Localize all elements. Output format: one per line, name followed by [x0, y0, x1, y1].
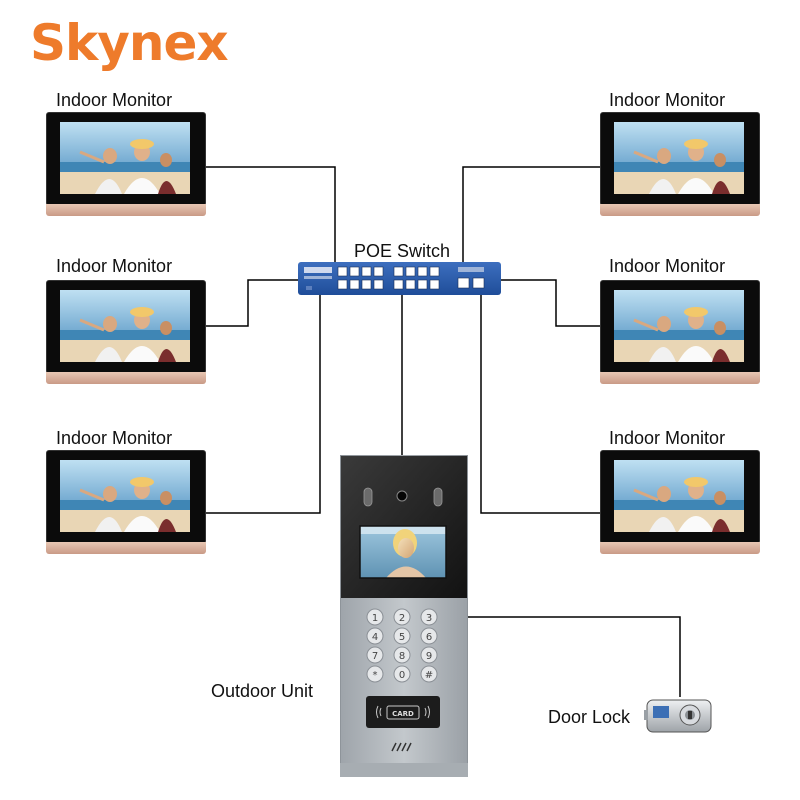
wire-monitor-bot-left [205, 294, 321, 514]
speaker-grille [391, 742, 412, 752]
monitor-screen [60, 460, 190, 532]
indoor-monitor-icon [46, 280, 206, 386]
monitor-screen [60, 122, 190, 194]
key-3: 3 [426, 613, 432, 624]
label-indoor-monitor: Indoor Monitor [56, 256, 173, 276]
indoor-monitor-icon [600, 112, 760, 218]
monitor-screen [614, 122, 744, 194]
wire-monitor-mid-left [205, 279, 300, 327]
outdoor-unit-icon: 1 2 3 4 5 6 7 8 9 * 0 # CARD [339, 454, 469, 778]
label-poe-switch: POE Switch [354, 241, 451, 261]
label-indoor-monitor: Indoor Monitor [609, 256, 726, 276]
key-6: 6 [426, 632, 432, 643]
label-indoor-monitor: Indoor Monitor [56, 90, 173, 110]
wire-door-lock [468, 616, 681, 697]
key-1: 1 [372, 613, 378, 624]
monitor-screen [614, 460, 744, 532]
key-4: 4 [372, 632, 378, 643]
switch-ports [304, 266, 485, 290]
key-star: * [373, 670, 378, 681]
monitor-screen [614, 290, 744, 362]
indoor-monitor-icon [46, 112, 206, 218]
wire-monitor-top-left [205, 166, 336, 265]
label-door-lock: Door Lock [548, 707, 631, 727]
key-5: 5 [399, 632, 405, 643]
card-reader-label: CARD [392, 710, 414, 718]
label-indoor-monitor: Indoor Monitor [56, 428, 173, 448]
key-2: 2 [399, 613, 405, 624]
label-indoor-monitor: Indoor Monitor [609, 428, 726, 448]
monitor-screen [60, 290, 190, 362]
poe-switch-icon [298, 262, 501, 295]
label-outdoor-unit: Outdoor Unit [211, 681, 314, 701]
door-lock-icon [644, 699, 712, 733]
key-hash: # [425, 670, 433, 681]
indoor-monitor-icon [46, 450, 206, 556]
wire-monitor-mid-right [500, 279, 600, 327]
wire-monitor-top-right [462, 166, 600, 264]
indoor-monitor-icon [600, 280, 760, 386]
label-indoor-monitor: Indoor Monitor [609, 90, 726, 110]
brand-logo: Skynex [30, 14, 229, 72]
indoor-monitor-icon [600, 450, 760, 556]
key-7: 7 [372, 651, 378, 662]
key-0: 0 [399, 670, 405, 681]
key-9: 9 [426, 651, 432, 662]
key-8: 8 [399, 651, 405, 662]
wire-monitor-bot-right [480, 294, 600, 514]
keypad: 1 2 3 4 5 6 7 8 9 * 0 # [366, 608, 438, 683]
